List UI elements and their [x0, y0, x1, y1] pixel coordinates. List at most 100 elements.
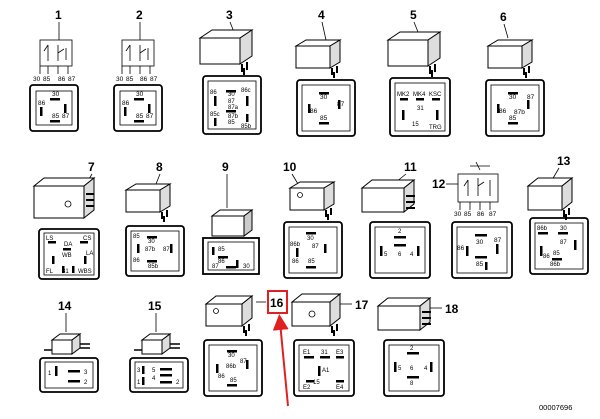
- relay-3-face-label: 30: [228, 92, 235, 98]
- relay-10-housing: [288, 181, 336, 220]
- relay-13: 13 86b 30 87 86 85 86b: [526, 154, 589, 275]
- relay-12-pin: 85: [464, 211, 472, 218]
- relay-11-face-label: 4: [410, 252, 414, 258]
- relay-2-schematic: [121, 39, 155, 74]
- relay-7-number: 7: [88, 160, 95, 174]
- relay-18-face-label: 4: [424, 366, 428, 372]
- relay-2-face-label: 86: [122, 100, 130, 107]
- relay-4: 4 30 87 86 85: [294, 8, 356, 137]
- relay-5-housing: [386, 31, 442, 77]
- relay-7-face-label: WBS: [78, 269, 92, 275]
- relay-1-face-label: 30: [52, 91, 60, 98]
- relay-12-face-label: 87: [494, 237, 502, 244]
- relay-7-face-label: LA: [86, 251, 93, 257]
- relay-7-housing: [32, 176, 96, 220]
- relay-18-face-label: 6: [410, 366, 414, 372]
- relay-8-face-label: 30: [148, 239, 155, 245]
- relay-6-face-label: 86: [499, 108, 507, 115]
- relay-11-face-label: 5: [384, 252, 388, 258]
- relay-15-face-label: 3: [137, 368, 141, 374]
- relay-16-face-label: 87: [240, 359, 247, 365]
- relay-6-face-label: 30: [509, 94, 517, 101]
- relay-2-pin: 87: [150, 76, 158, 83]
- relay-17-face-label: A1: [322, 368, 330, 374]
- relay-9-face-label: 30: [243, 264, 250, 270]
- relay-4-face-label: 87: [337, 101, 345, 108]
- relay-3-face-label: 87: [228, 99, 235, 105]
- relay-17-number: 17: [355, 298, 369, 312]
- relay-4-number: 4: [318, 8, 325, 22]
- relay-13-face-label: 86b: [537, 226, 548, 232]
- relay-3-face-label: 86c: [241, 88, 251, 94]
- relay-4-face-label: 30: [320, 94, 328, 101]
- relay-11-face-label: 2: [398, 229, 402, 235]
- relay-18-face-label: 5: [398, 366, 402, 372]
- relay-7-face-label: LS: [46, 236, 53, 242]
- relay-1-pin: 85: [43, 76, 51, 83]
- relay-4-face-label: 86: [310, 108, 318, 115]
- relay-16-housing: [204, 294, 254, 336]
- relay-17-face-label: 31: [321, 350, 328, 356]
- relay-16: 16 30 86b 87 86 85: [203, 290, 289, 407]
- relay-17-housing: [290, 292, 342, 336]
- relay-6: 6 30 87 87b 86 85: [485, 10, 545, 137]
- relay-1: 1 30 85 86 87 30 86 87 85: [29, 8, 79, 132]
- relay-5-face-label: MK4: [413, 92, 426, 98]
- relay-2-pin: 86: [140, 76, 148, 83]
- relay-1-pin: 87: [68, 76, 76, 83]
- relay-16-face-label: 85: [230, 378, 237, 384]
- relay-1-pin: 86: [58, 76, 66, 83]
- relay-15-housing: [134, 333, 180, 355]
- relay-14-housing: [44, 333, 90, 355]
- relay-8-face-label: 87: [163, 247, 170, 253]
- relay-14-face-label: 1: [48, 371, 52, 377]
- relay-15-face-label: 2: [176, 380, 180, 386]
- relay-9-face-label: 87: [212, 264, 219, 270]
- relay-15-face-label: 4: [152, 376, 156, 382]
- relay-3-face-label: 85: [228, 120, 235, 126]
- relay-12-schematic: [457, 161, 499, 210]
- relay-18: 18 2 5 6 4 8: [376, 296, 459, 397]
- relay-9-face-label: 85: [218, 247, 225, 253]
- relay-10-face-label: 86b: [290, 242, 301, 248]
- relay-3-face-label: 87a: [228, 105, 239, 111]
- relay-2: 2 30 85 86 87 30 86 87 85: [113, 8, 163, 132]
- relay-10-face-label: 30: [307, 236, 314, 242]
- relay-4-face-label: 85: [320, 115, 328, 122]
- relay-7: 7 LS CS DA WB LA FL 31 WBS: [32, 160, 100, 280]
- relay-5-face-label: 31: [417, 106, 424, 112]
- relay-2-pin: 30: [116, 76, 124, 83]
- relay-7-face-label: DA: [64, 242, 72, 248]
- relay-12: 12 30 85 86 87 30 87 86 85: [432, 161, 513, 279]
- relay-1-face-label: 85: [52, 113, 60, 120]
- relay-8-housing: [124, 183, 172, 222]
- relay-10-face-label: 87: [312, 244, 319, 250]
- relay-8: 8 85 30 87b 87 86 85b: [124, 160, 185, 277]
- relay-6-housing: [486, 39, 534, 78]
- relay-3-number: 3: [226, 8, 233, 22]
- relay-5-number: 5: [410, 8, 417, 22]
- relay-16-face-label: 86: [218, 374, 225, 380]
- relay-8-face-label: 86: [133, 258, 140, 264]
- relay-11-number: 11: [404, 160, 417, 174]
- relay-8-face-label: 85b: [148, 264, 159, 270]
- relay-7-face-label: 31: [62, 269, 69, 275]
- relay-3: 3 30 87 87a 87b 86 85 86c 85c 85b: [198, 8, 262, 135]
- relay-3-face-label: 85b: [241, 124, 252, 130]
- relay-3-housing: [198, 29, 254, 75]
- relay-10-face-label: 85: [308, 259, 315, 265]
- relay-13-face-label: 85: [553, 251, 560, 257]
- relay-12-pin: 30: [454, 211, 462, 218]
- relay-10-number: 10: [283, 160, 297, 174]
- relay-15: 15 3 5 1 4 2: [129, 299, 189, 393]
- relay-14: 14 1 3 2: [39, 299, 99, 393]
- relay-2-face-label: 87: [146, 113, 154, 120]
- relay-9: 9 85 86 87 30: [202, 160, 260, 275]
- relay-11-housing: [360, 178, 416, 214]
- relay-12-pin: 86: [477, 211, 485, 218]
- relay-2-pin: 85: [126, 76, 134, 83]
- relay-5-face-label: TRG: [429, 125, 442, 131]
- relay-9-number: 9: [222, 160, 229, 174]
- relay-8-face-label: 87b: [145, 247, 156, 253]
